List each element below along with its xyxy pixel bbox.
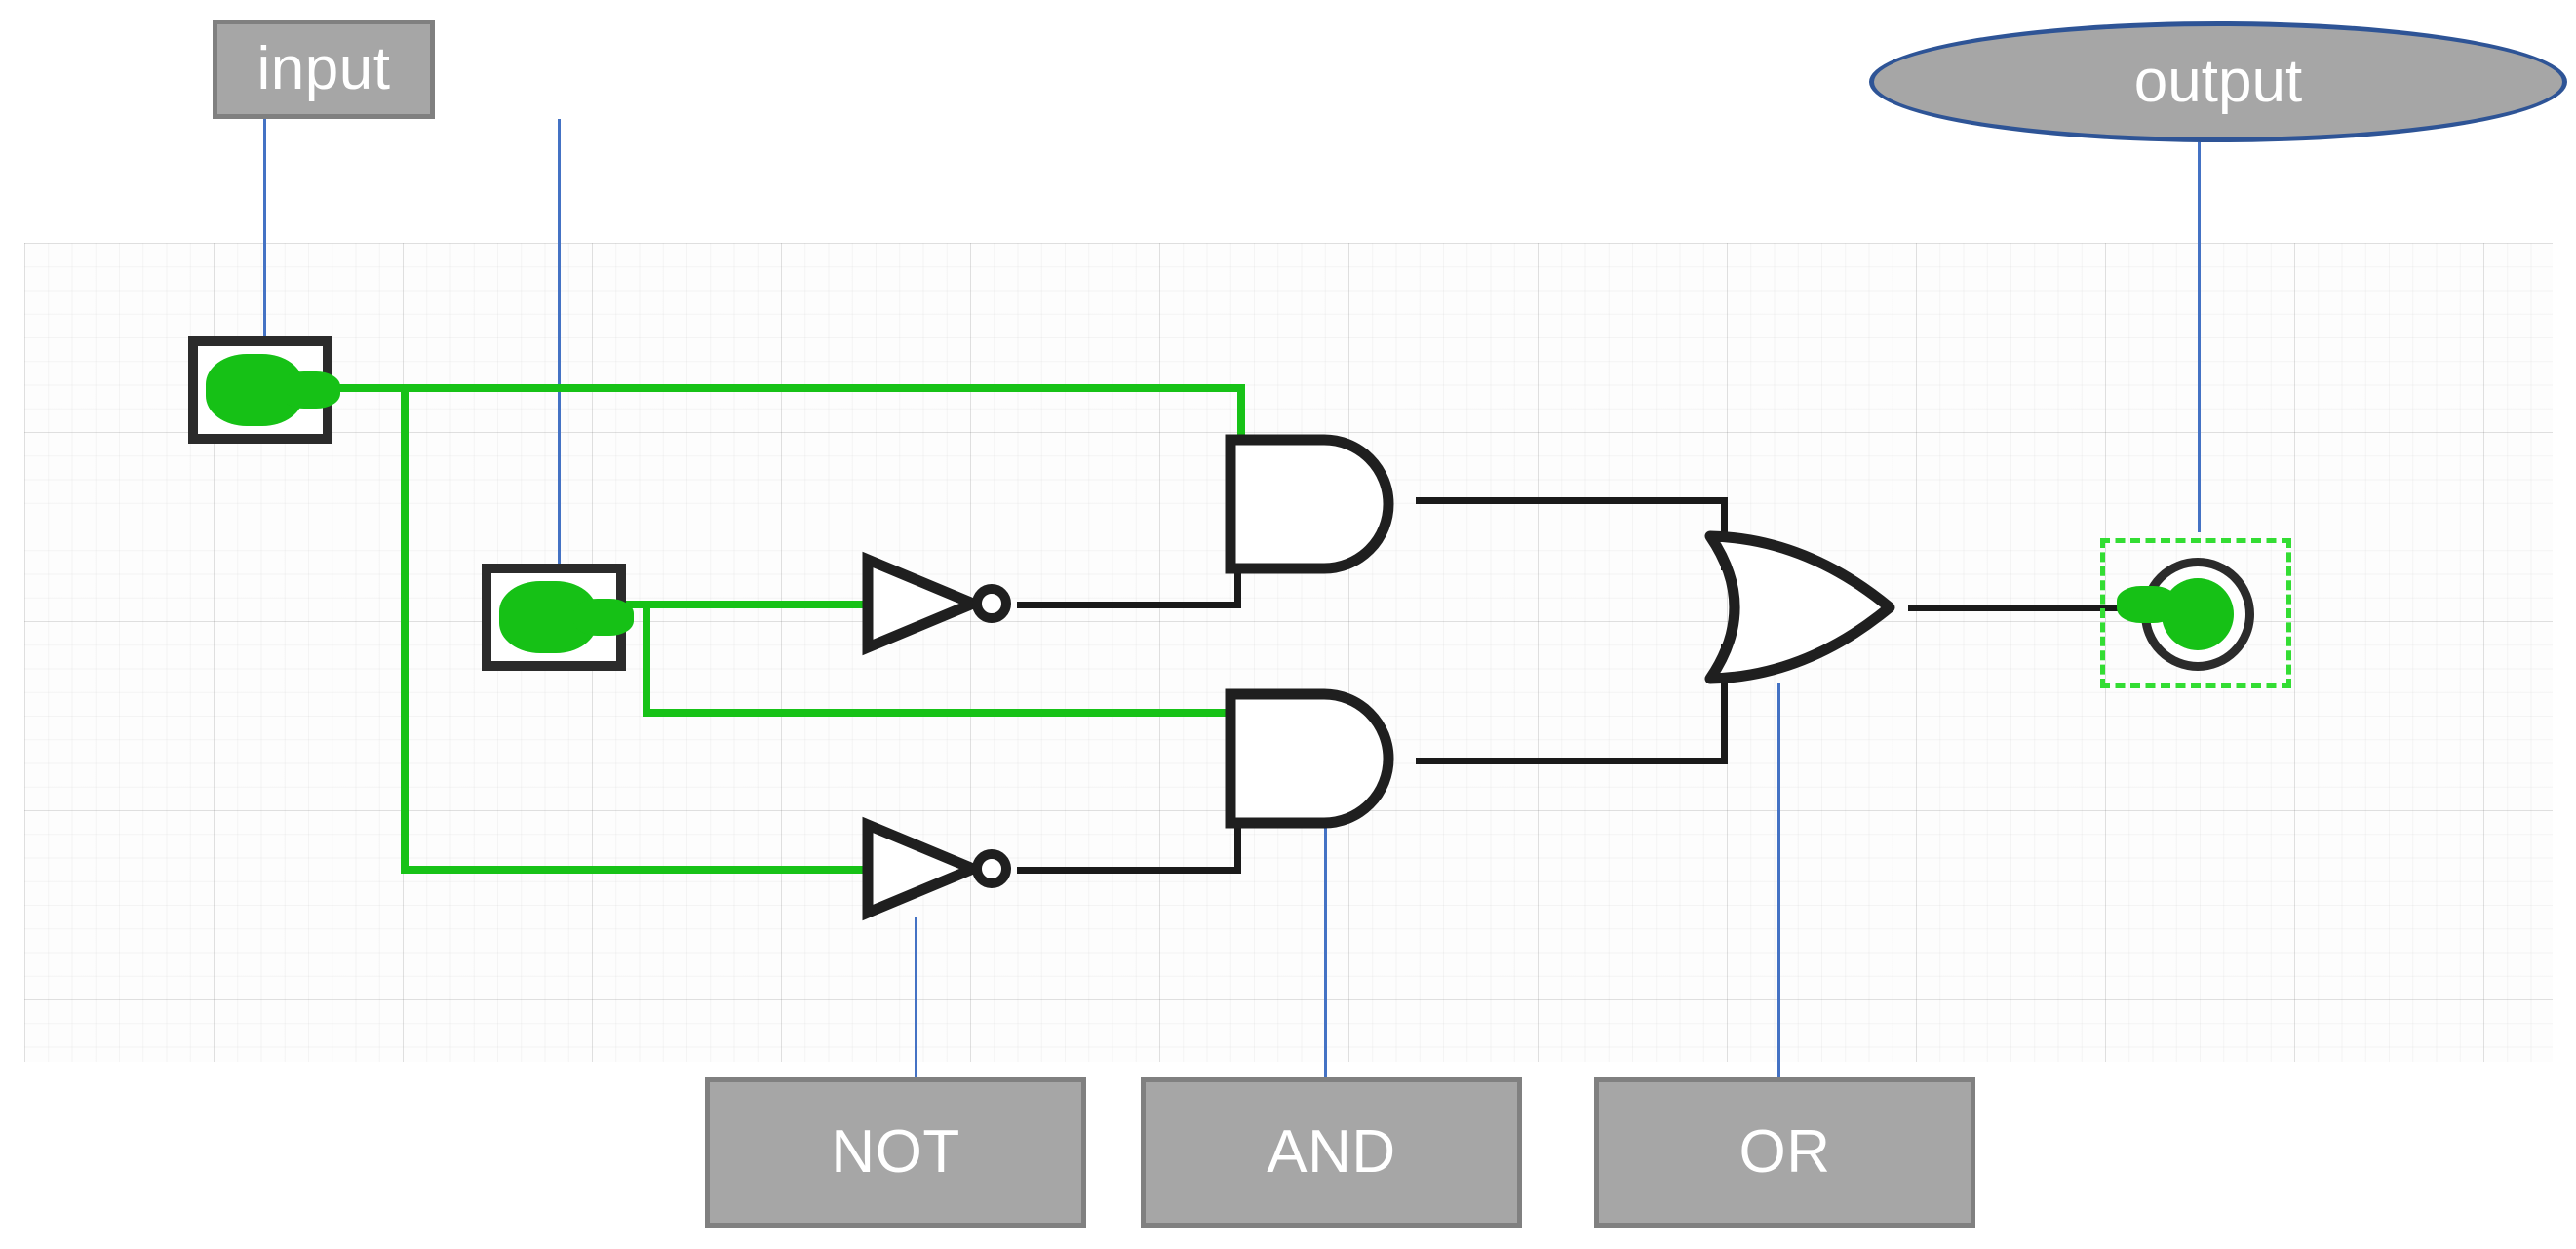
not-gate-2[interactable] <box>858 816 1034 921</box>
annotation-label-input[interactable]: input <box>213 20 435 119</box>
annotation-label-output-text: output <box>2133 48 2303 115</box>
wire-in2-branch-down[interactable] <box>643 601 650 717</box>
wire-and2-up-to-or[interactable] <box>1721 644 1728 764</box>
wire-and1-out[interactable] <box>1416 497 1728 504</box>
circuit-canvas[interactable] <box>24 243 2553 1062</box>
wire-not1-up-to-and1[interactable] <box>1234 558 1241 605</box>
wire-in1-branch-to-not2[interactable] <box>401 866 874 874</box>
output-pin-selection-box[interactable] <box>2100 538 2291 688</box>
wire-or-out[interactable] <box>1908 605 2118 611</box>
input-pin-2[interactable] <box>482 564 634 671</box>
wire-not2-up-to-and2[interactable] <box>1234 817 1241 870</box>
wire-not1-out[interactable] <box>1017 602 1241 608</box>
and-gate-1[interactable] <box>1219 430 1424 578</box>
wire-and2-out[interactable] <box>1416 758 1728 764</box>
leader-line-and-to-gate <box>1324 824 1327 1077</box>
wire-in2-branch-to-and2[interactable] <box>643 709 1245 717</box>
annotation-label-and[interactable]: AND <box>1141 1077 1522 1228</box>
leader-line-input-to-pin2 <box>558 119 561 566</box>
annotation-label-and-text: AND <box>1267 1118 1396 1186</box>
input-pin-1-output-nub <box>280 371 340 409</box>
not-gate-1[interactable] <box>858 551 1034 656</box>
wire-in1-branch-down[interactable] <box>401 384 409 874</box>
or-gate-1[interactable] <box>1698 527 1913 688</box>
wire-in1-horizontal[interactable] <box>331 384 1245 392</box>
annotation-label-not[interactable]: NOT <box>705 1077 1086 1228</box>
annotation-label-not-text: NOT <box>831 1118 960 1186</box>
annotation-label-output[interactable]: output <box>1869 21 2567 142</box>
output-pin-1-input-nub <box>2117 586 2177 623</box>
leader-line-not-to-gate <box>915 917 917 1077</box>
wire-not2-out[interactable] <box>1017 867 1241 874</box>
input-pin-1[interactable] <box>188 336 340 444</box>
wire-in1-down-to-and1[interactable] <box>1237 384 1245 452</box>
and-gate-2[interactable] <box>1219 684 1424 833</box>
leader-line-or-to-gate <box>1777 683 1780 1077</box>
annotation-label-or-text: OR <box>1738 1118 1831 1186</box>
leader-line-output-to-pin <box>2198 142 2201 532</box>
annotation-label-or[interactable]: OR <box>1594 1077 1975 1228</box>
leader-line-input-to-pin1 <box>263 119 266 336</box>
annotation-label-input-text: input <box>256 35 391 102</box>
input-pin-2-output-nub <box>573 599 634 636</box>
wire-in2-to-not1[interactable] <box>624 601 876 608</box>
